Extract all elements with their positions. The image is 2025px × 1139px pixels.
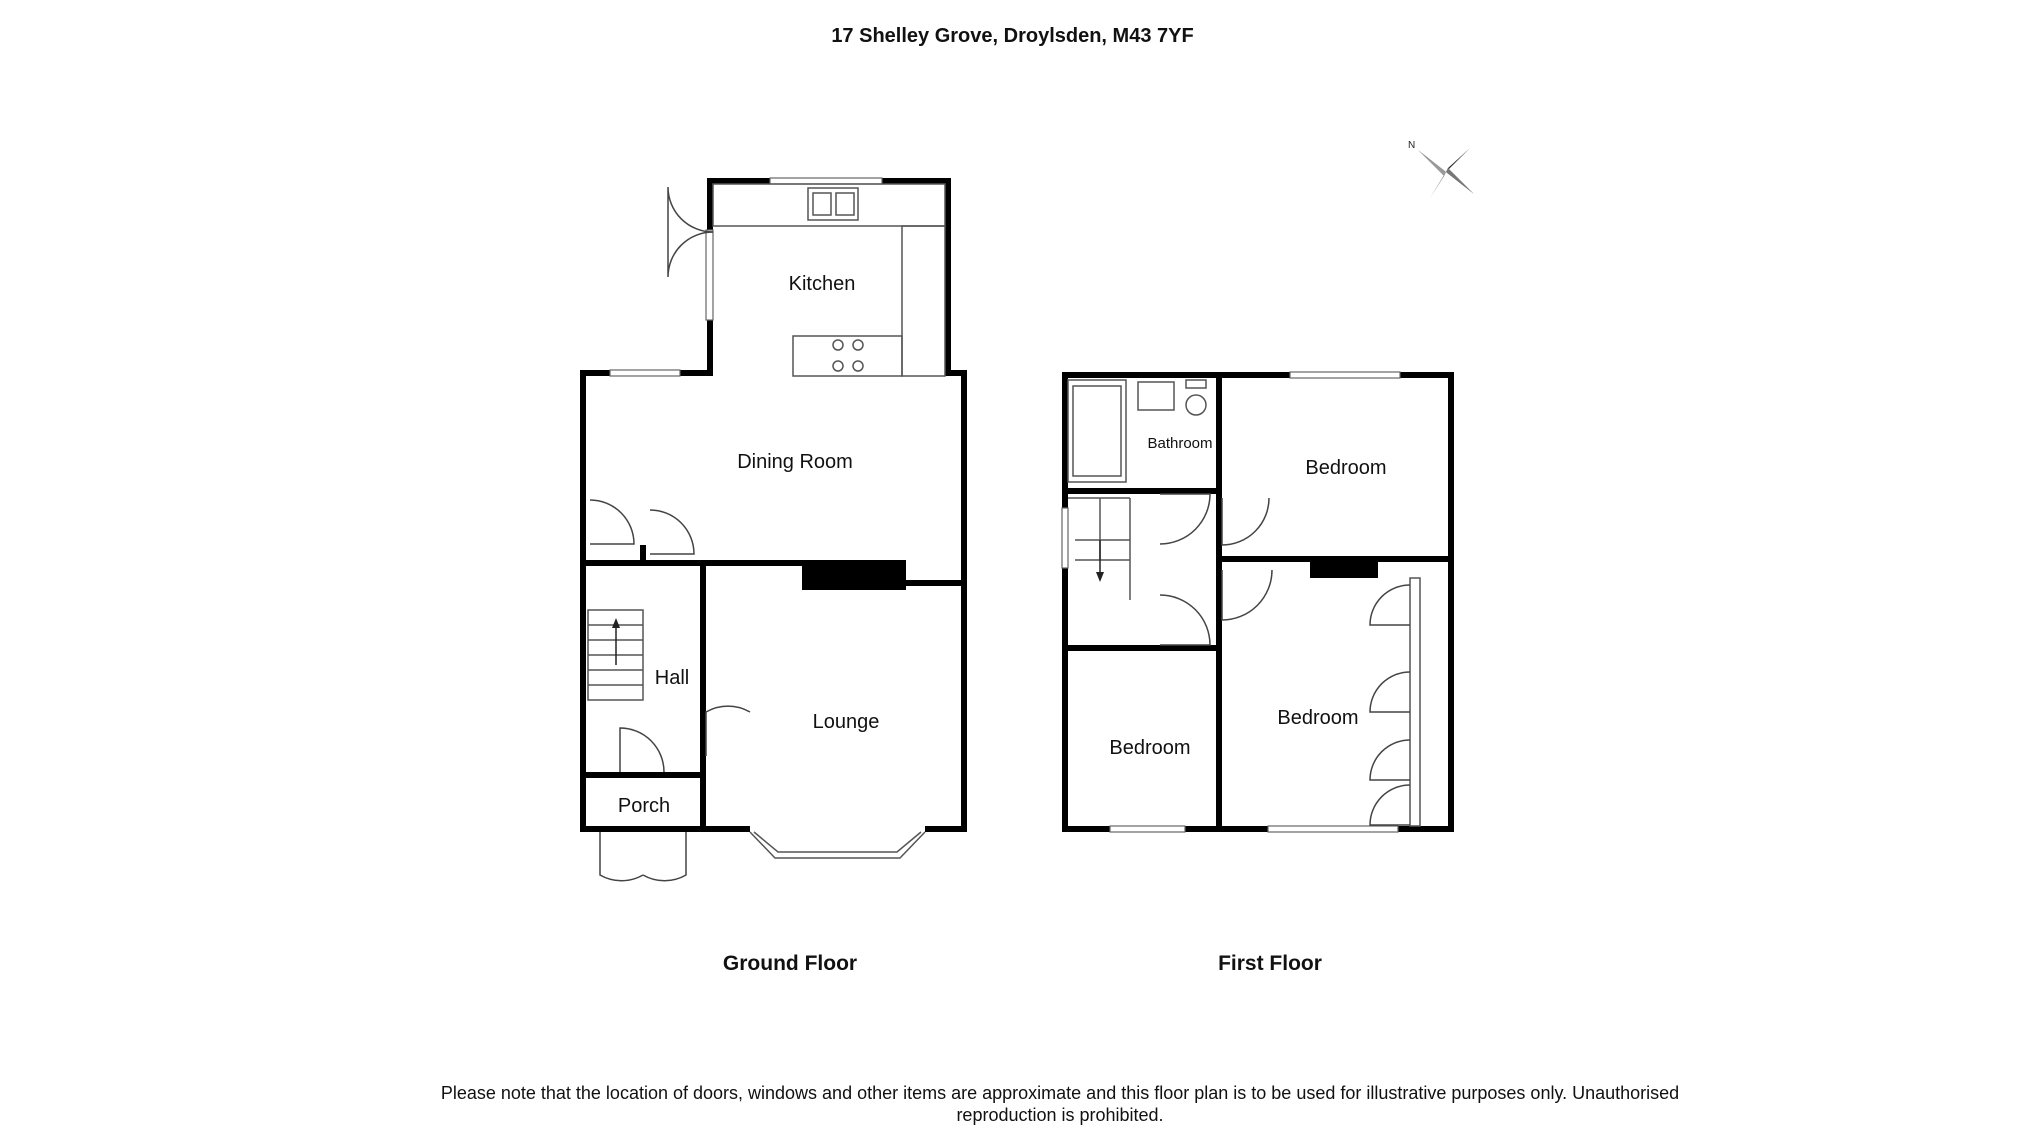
room-label-kitchen: Kitchen bbox=[789, 273, 856, 295]
first-floor-label: First Floor bbox=[1218, 952, 1322, 975]
room-label-bathroom: Bathroom bbox=[1147, 435, 1212, 452]
room-label-lounge: Lounge bbox=[813, 711, 880, 733]
north-label: N bbox=[1408, 140, 1415, 151]
room-label-bedroom-rear: Bedroom bbox=[1305, 457, 1386, 479]
address-title: 17 Shelley Grove, Droylsden, M43 7YF bbox=[831, 25, 1194, 47]
disclaimer-note: Please note that the location of doors, … bbox=[440, 1083, 1680, 1125]
room-label-porch: Porch bbox=[618, 795, 670, 817]
room-label-bedroom-front-large: Bedroom bbox=[1277, 707, 1358, 729]
room-label-bedroom-front-small: Bedroom bbox=[1109, 737, 1190, 759]
room-label-dining-room: Dining Room bbox=[737, 451, 853, 473]
compass-rose-icon: N bbox=[1408, 140, 1474, 198]
first-floor-plan bbox=[1061, 371, 1454, 833]
room-label-hall: Hall bbox=[655, 667, 689, 689]
ground-floor-label: Ground Floor bbox=[722, 952, 858, 975]
ground-floor-plan bbox=[580, 177, 967, 882]
